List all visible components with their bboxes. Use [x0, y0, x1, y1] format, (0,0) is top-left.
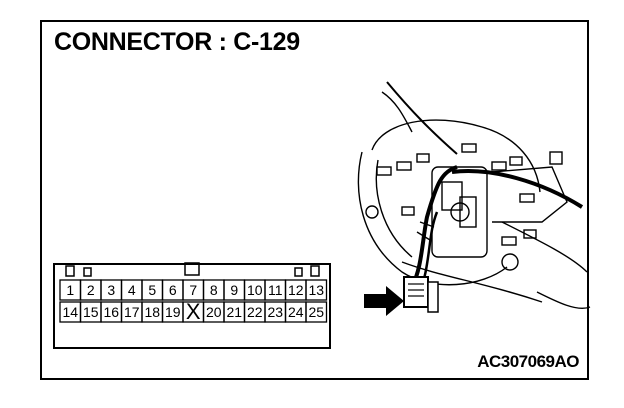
pin-number: 17 [124, 304, 140, 320]
pin-number: 9 [230, 282, 238, 298]
pin-number: 25 [308, 304, 324, 320]
diagram-title: CONNECTOR : C-129 [54, 28, 300, 56]
pin-number: 11 [268, 282, 283, 298]
pin-number: 2 [87, 282, 95, 298]
key-tab [184, 262, 200, 276]
latch-right [310, 265, 320, 277]
latch-left-2 [83, 267, 92, 277]
reference-code: AC307069AO [477, 352, 579, 371]
pin-cavity [305, 279, 328, 301]
steering-column-outline [357, 81, 591, 309]
pin-number: 8 [210, 282, 218, 298]
empty-cavity-marker: X [186, 299, 201, 324]
pin-number: 24 [288, 304, 304, 320]
pin-number: 14 [62, 304, 78, 320]
pin-number: 5 [148, 282, 156, 298]
pin-number: 12 [288, 282, 304, 298]
pin-number: 21 [226, 304, 242, 320]
pin-number: 18 [144, 304, 160, 320]
wire-harness-branch [451, 169, 584, 209]
arrow-pointer-icon [364, 286, 404, 316]
pin-number: 20 [206, 304, 222, 320]
wire-harness [410, 165, 458, 288]
latch-left [65, 265, 75, 277]
connector-housing [53, 263, 331, 349]
pin-number: 16 [103, 304, 119, 320]
pin-number: 1 [66, 282, 74, 298]
connector-location-illustration [357, 81, 591, 316]
pin-number: 4 [128, 282, 136, 298]
pin-number: 6 [169, 282, 177, 298]
pin-cavity [305, 301, 328, 323]
pin-number: 7 [189, 282, 197, 298]
latch-right-2 [294, 267, 303, 277]
pin-number: 10 [247, 282, 263, 298]
pin-number: 3 [107, 282, 115, 298]
pin-number: 13 [308, 282, 324, 298]
pin-number: 19 [165, 304, 181, 320]
pin-number: 23 [267, 304, 283, 320]
pin-number: 22 [247, 304, 263, 320]
connector-c129-location [403, 276, 439, 313]
pin-number: 15 [83, 304, 99, 320]
